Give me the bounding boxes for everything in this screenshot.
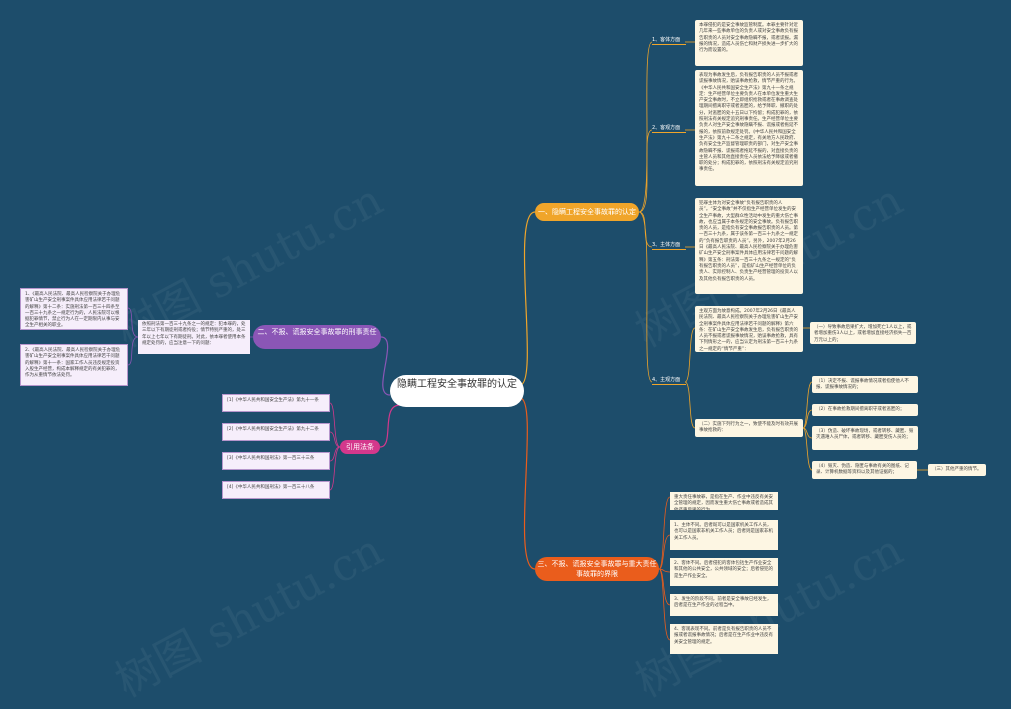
branch-3-item-5: 4、客观表现不同。前者是负有报告职责的人员不报或者谎报事故情况；后者是在生产作业… bbox=[670, 624, 778, 654]
branch-1-sub-1[interactable]: 1、客体方面 bbox=[652, 36, 686, 45]
branch-3-item-1: 重大责任事故罪，是指在生产、作业中违反有关安全管理的规定，因而发生重大伤亡事故或… bbox=[670, 492, 778, 510]
branch-3-item-3: 2、客体不同。后者侵犯的客体包括生产作业安全和其他的公共安全，公共领域的安全；后… bbox=[670, 558, 778, 586]
law-item-4[interactable]: [4]《中华人民共和国刑法》第一百三十八条 bbox=[222, 481, 330, 499]
text-content: [1]《中华人民共和国安全生产法》第九十一条 bbox=[227, 398, 319, 403]
branch-1-sub-1-text: 本罪侵犯的是安全事故监管制度。本罪主要针对近几年来一些事故单位的负责人或对安全事… bbox=[695, 20, 803, 66]
branch-3-item-2: 1、主体不同。后者既可以是国家机关工作人员，也可以是国家非机关工作人员；后者则是… bbox=[670, 520, 778, 550]
text-content: 本罪侵犯的是安全事故监管制度。本罪主要针对近几年来一些事故单位的负责人或对安全事… bbox=[699, 23, 798, 54]
sub-4-item-5: （3）伪造、破坏事故现场，或者转移、藏匿、毁灭遇难人员尸体，或者转移、藏匿受伤人… bbox=[812, 426, 918, 450]
branch-1-sub-3-text: 犯罪主体为对安全事故“负有报告职责的人员”。“安全事故”并不仅指生产经营单位发生… bbox=[695, 198, 803, 294]
sub-label: 4、主观方面 bbox=[652, 377, 681, 383]
root-title: 隐瞒工程安全事故罪的认定 bbox=[397, 379, 517, 390]
sub-4-item-1: （一）导致事故后果扩大，增加死亡1人以上，或者增加重伤3人以上，或者增加直接经济… bbox=[810, 322, 916, 344]
law-item-1[interactable]: [1]《中华人民共和国安全生产法》第九十一条 bbox=[222, 394, 330, 412]
branch-2-item-2: 2、《最高人民法院、最高人民检察院关于办理危害矿山生产安全刑事案件具体应用法律若… bbox=[20, 344, 128, 386]
sub-4-item-2: （二）实施下列行为之一，致使不能及时有效开展事故抢救的： bbox=[695, 419, 803, 437]
sub-4-item-6: （4）毁灭、伪造、隐匿与事故有关的图纸、记录、计算机数据等资料以及其他证据的； bbox=[812, 461, 917, 479]
branch-2-item-1: 1、《最高人民法院、最高人民检察院关于办理危害矿山生产安全刑事案件具体应用法律若… bbox=[20, 288, 128, 330]
branch-1-sub-4-text: 主观方面为故意构成。2007年2月26日《最高人民法院、最高人民检察院关于办理危… bbox=[695, 306, 803, 352]
text-content: 主观方面为故意构成。2007年2月26日《最高人民法院、最高人民检察院关于办理危… bbox=[699, 309, 798, 352]
root-topic[interactable]: 隐瞒工程安全事故罪的认定 bbox=[390, 375, 524, 407]
text-content: 2、客体不同。后者侵犯的客体包括生产作业安全和其他的公共安全，公共领域的安全；后… bbox=[674, 561, 773, 579]
text-content: [4]《中华人民共和国刑法》第一百三十八条 bbox=[227, 485, 315, 490]
text-content: 3、发生的阶段不同。前者是安全事故已经发生，后者是在生产作业的过程当中。 bbox=[674, 597, 772, 609]
text-content: 重大责任事故罪，是指在生产、作业中违反有关安全管理的规定，因而发生重大伤亡事故或… bbox=[674, 495, 773, 510]
branch-4-node[interactable]: 引用法条 bbox=[340, 440, 380, 454]
text-content: （1）决定不报、谎报事故情况或者指使他人不报、谎报事故情况的； bbox=[816, 379, 909, 391]
text-content: （4）毁灭、伪造、隐匿与事故有关的图纸、记录、计算机数据等资料以及其他证据的； bbox=[816, 464, 909, 476]
sub-label: 3、主体方面 bbox=[652, 242, 681, 248]
branch-2-text: 依照刑法第一百三十九条之一的规定：犯本罪的，处三年以下有期徒刑或者拘役；情节特别… bbox=[138, 320, 250, 354]
branch-1-sub-3[interactable]: 3、主体方面 bbox=[652, 241, 686, 250]
text-content: 4、客观表现不同。前者是负有报告职责的人员不报或者谎报事故情况；后者是在生产作业… bbox=[674, 627, 773, 645]
branch-1-node[interactable]: 一、隐瞒工程安全事故罪的认定 bbox=[535, 203, 639, 221]
text-content: 犯罪主体为对安全事故“负有报告职责的人员”。“安全事故”并不仅指生产经营单位发生… bbox=[699, 201, 798, 282]
branch-1-label: 一、隐瞒工程安全事故罪的认定 bbox=[538, 208, 636, 216]
text-content: 表现为事故发生后，负有报告职责的人员不报或者谎报事故情况，贻误事故抢救，情节严重… bbox=[699, 73, 798, 173]
sub-label: 1、客体方面 bbox=[652, 37, 681, 43]
text-content: （二）实施下列行为之一，致使不能及时有效开展事故抢救的： bbox=[699, 422, 798, 434]
text-content: （三）其他严重的情节。 bbox=[932, 467, 982, 472]
text-content: 1、《最高人民法院、最高人民检察院关于办理危害矿山生产安全刑事案件具体应用法律若… bbox=[25, 292, 121, 329]
text-content: 1、主体不同。后者既可以是国家机关工作人员，也可以是国家非机关工作人员；后者则是… bbox=[674, 523, 773, 541]
branch-1-sub-2-text: 表现为事故发生后，负有报告职责的人员不报或者谎报事故情况，贻误事故抢救，情节严重… bbox=[695, 70, 803, 186]
text-content: （2）在事故抢救期间擅离职守或者逃匿的； bbox=[816, 407, 905, 412]
law-item-3[interactable]: [3]《中华人民共和国刑法》第一百三十三条 bbox=[222, 452, 330, 470]
text-content: [2]《中华人民共和国安全生产法》第九十二条 bbox=[227, 427, 319, 432]
sub-label: 2、客观方面 bbox=[652, 125, 681, 131]
branch-3-node[interactable]: 三、不报、谎报安全事故罪与重大责任事故罪的界限 bbox=[535, 557, 659, 581]
sub-4-item-7: （三）其他严重的情节。 bbox=[928, 464, 986, 476]
sub-4-item-4: （2）在事故抢救期间擅离职守或者逃匿的； bbox=[812, 404, 918, 416]
sub-4-item-3: （1）决定不报、谎报事故情况或者指使他人不报、谎报事故情况的； bbox=[812, 376, 918, 393]
text-content: （3）伪造、破坏事故现场，或者转移、藏匿、毁灭遇难人员尸体，或者转移、藏匿受伤人… bbox=[816, 429, 914, 441]
text-content: 2、《最高人民法院、最高人民检察院关于办理危害矿山生产安全刑事案件具体应用法律若… bbox=[25, 348, 121, 379]
text-content: [3]《中华人民共和国刑法》第一百三十三条 bbox=[227, 456, 315, 461]
branch-2-node[interactable]: 二、不报、谎报安全事故罪的刑事责任 bbox=[253, 325, 381, 349]
branch-1-sub-2[interactable]: 2、客观方面 bbox=[652, 124, 686, 133]
law-item-2[interactable]: [2]《中华人民共和国安全生产法》第九十二条 bbox=[222, 423, 330, 441]
text-content: （一）导致事故后果扩大，增加死亡1人以上，或者增加重伤3人以上，或者增加直接经济… bbox=[814, 325, 912, 343]
branch-1-sub-4[interactable]: 4、主观方面 bbox=[652, 376, 686, 385]
branch-4-label: 引用法条 bbox=[346, 443, 374, 451]
branch-3-label: 三、不报、谎报安全事故罪与重大责任事故罪的界限 bbox=[537, 560, 657, 578]
branch-3-item-4: 3、发生的阶段不同。前者是安全事故已经发生，后者是在生产作业的过程当中。 bbox=[670, 594, 778, 616]
text-content: 依照刑法第一百三十九条之一的规定：犯本罪的，处三年以下有期徒刑或者拘役；情节特别… bbox=[142, 322, 246, 346]
branch-2-label: 二、不报、谎报安全事故罪的刑事责任 bbox=[257, 328, 377, 336]
mindmap-canvas: 树图 shutu.cn 树图 shutu.cn 树图 shutu.cn 树图 s… bbox=[20, 20, 986, 708]
